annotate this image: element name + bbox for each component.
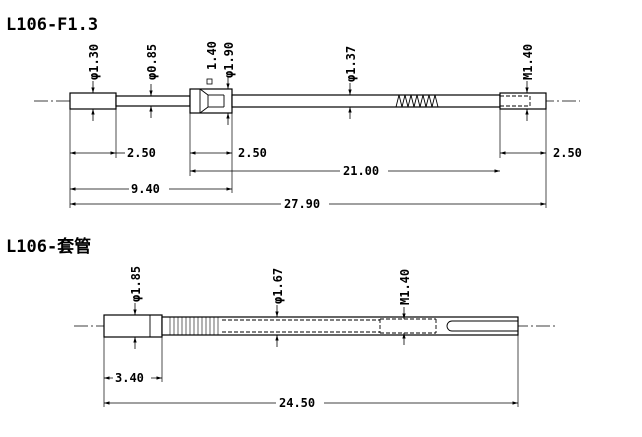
top-dia-4: φ1.37	[344, 46, 358, 82]
top-long-shaft	[231, 94, 501, 108]
bottom-len-1: 3.40	[115, 371, 144, 385]
top-neck-section	[115, 95, 191, 107]
bottom-tube	[161, 316, 519, 336]
top-dia-3a: 1.40	[205, 41, 219, 70]
top-thread: M1.40	[521, 44, 535, 80]
bottom-len-total: 24.50	[279, 396, 315, 410]
bottom-dia-1: φ1.85	[129, 266, 143, 302]
bottom-thread: M1.40	[398, 269, 412, 305]
top-len-2: 2.50	[238, 146, 267, 160]
top-dia-3b: φ1.90	[222, 42, 236, 78]
top-len-3: 21.00	[343, 164, 379, 178]
bottom-head	[103, 314, 163, 338]
top-collar	[189, 88, 233, 114]
top-spring	[395, 94, 439, 108]
top-len-5: 9.40	[131, 182, 160, 196]
top-threaded-end	[499, 92, 547, 110]
bottom-dia-callouts	[133, 303, 406, 349]
top-len-1: 2.50	[127, 146, 156, 160]
top-dia-2: φ0.85	[145, 44, 159, 80]
bottom-knurl	[169, 317, 219, 335]
top-len-total: 27.90	[284, 197, 320, 211]
top-dia-callouts	[91, 77, 529, 125]
top-dia-1: φ1.30	[87, 44, 101, 80]
bottom-hidden-bore	[222, 318, 437, 334]
top-tip-section	[69, 92, 117, 110]
bottom-slot	[446, 320, 518, 332]
bottom-extension-lines	[103, 335, 519, 407]
bottom-dia-2: φ1.67	[271, 268, 285, 304]
bottom-part-title: L106-套管	[6, 236, 91, 257]
top-len-4: 2.50	[553, 146, 582, 160]
top-extension-lines	[69, 109, 547, 208]
top-part-title: L106-F1.3	[6, 15, 98, 35]
